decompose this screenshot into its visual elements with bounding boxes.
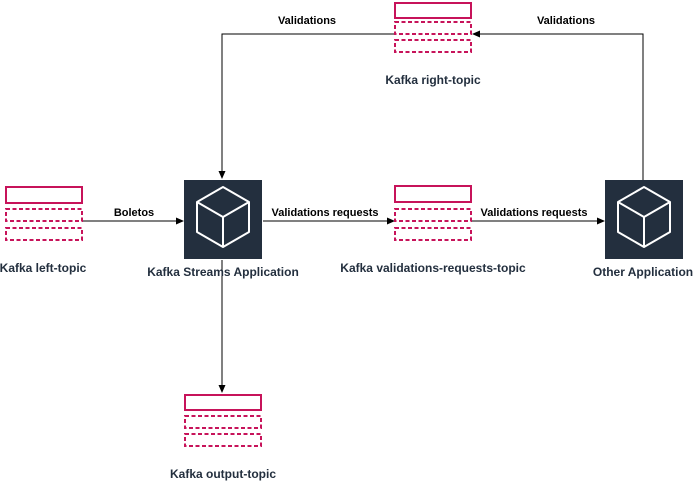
edge-label-validations-requests: Validations requests: [272, 207, 379, 219]
node-right-topic[interactable]: Kafka right-topic: [385, 2, 481, 87]
node-label-output-topic: Kafka output-topic: [170, 467, 276, 481]
edge-label-validations: Validations: [278, 15, 336, 27]
edge-other-app-to-right-topic[interactable]: Validations: [472, 15, 644, 180]
node-label-validations-requests-topic: Kafka validations-requests-topic: [340, 261, 526, 275]
edge-label-boletos: Boletos: [114, 207, 154, 219]
kafka-topic-icon: [394, 185, 472, 241]
edge-label-validations-requests: Validations requests: [481, 207, 588, 219]
node-label-other-application: Other Application: [593, 265, 693, 279]
node-label-right-topic: Kafka right-topic: [385, 73, 481, 87]
node-streams-application[interactable]: Kafka Streams Application: [147, 180, 299, 279]
edge-left-to-streams[interactable]: Boletos: [82, 207, 184, 225]
kafka-topic-icon: [5, 186, 83, 241]
edge-streams-to-validations-topic[interactable]: Validations requests: [263, 207, 395, 225]
node-label-left-topic: Kafka left-topic: [0, 261, 87, 275]
edge-line[interactable]: [218, 33, 394, 179]
edge-label-validations: Validations: [537, 15, 595, 27]
edge-line[interactable]: [472, 30, 644, 180]
kafka-topic-icon: [394, 2, 472, 53]
cube-icon: [196, 186, 250, 248]
edge-validations-topic-to-other-app[interactable]: Validations requests: [471, 207, 605, 225]
node-label-streams-application: Kafka Streams Application: [147, 265, 299, 279]
node-other-application[interactable]: Other Application: [593, 180, 693, 279]
node-validations-requests-topic[interactable]: Kafka validations-requests-topic: [340, 185, 526, 275]
edge-right-topic-to-streams[interactable]: Validations: [218, 15, 394, 179]
cube-icon: [617, 186, 671, 248]
node-left-topic[interactable]: Kafka left-topic: [0, 186, 87, 275]
node-output-topic[interactable]: Kafka output-topic: [170, 394, 276, 481]
kafka-topic-icon: [184, 394, 262, 447]
